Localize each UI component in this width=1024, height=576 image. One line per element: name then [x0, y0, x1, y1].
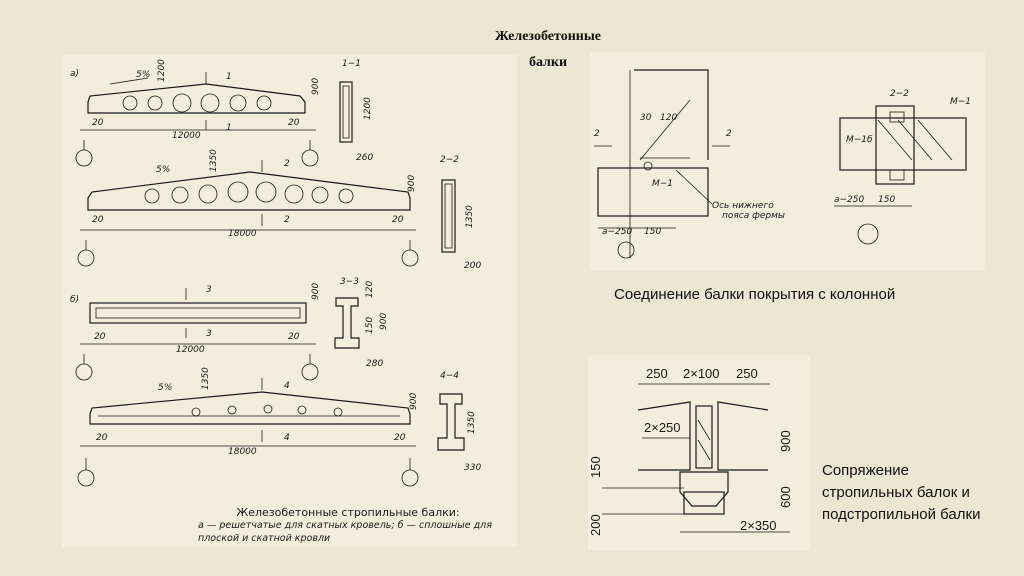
sec-1: 1	[226, 72, 232, 82]
connection-caption: Соединение балки покрытия с колонной	[614, 286, 896, 303]
junc-150: 150	[588, 456, 603, 478]
junction-drawing-panel	[588, 355, 810, 550]
label-a: а)	[70, 69, 79, 79]
dim-20-f: 20	[288, 332, 300, 342]
dim-20-c: 20	[92, 215, 104, 225]
title-line-1: Железобетонные	[495, 29, 601, 44]
dim-260: 260	[356, 153, 373, 163]
dim-150: 150	[365, 317, 375, 334]
junc-2x100: 2×100	[683, 366, 720, 381]
conn-dim-30: 30	[640, 113, 652, 123]
label-b: б)	[70, 295, 79, 305]
conn-axis-1: Ось нижнего	[712, 201, 774, 211]
dim-1200-b: 1200	[363, 97, 373, 120]
connection-detail: 30 120 2 2 М−1 Ось нижнего пояса фермы a…	[594, 69, 971, 259]
dim-900-a: 900	[311, 78, 321, 95]
junc-250-b: 250	[736, 366, 758, 381]
dim-20-g: 20	[96, 433, 108, 443]
dim-18000-a: 18000	[228, 229, 257, 239]
sec-1b: 1	[226, 123, 232, 133]
beams-drawing-panel	[62, 55, 517, 547]
sec-3: 3	[206, 285, 212, 295]
dim-330: 330	[464, 463, 481, 473]
title-line-2: балки	[528, 55, 568, 70]
conn-150-b: 150	[878, 195, 895, 205]
junction-caption-line-2: стропильных балок и	[822, 484, 970, 501]
junc-2x350: 2×350	[740, 518, 777, 533]
sec-22-title: 2−2	[440, 155, 459, 165]
dim-20-h: 20	[394, 433, 406, 443]
junction-caption: Сопряжение стропильных балок и подстропи…	[822, 460, 980, 526]
slope-label-3: 5%	[158, 383, 172, 393]
sec-3b: 3	[206, 329, 212, 339]
dim-1350-a: 1350	[209, 149, 219, 172]
dim-20-b: 20	[288, 118, 300, 128]
figure-caption: Железобетонные стропильные балки: а — ре…	[198, 506, 498, 545]
junc-250-a: 250	[646, 366, 668, 381]
dim-1350-b: 1350	[465, 205, 475, 228]
dim-12000-b: 12000	[176, 345, 205, 355]
beam-b-12000: б) 3 3 20 20 12000 900 3−3 120 150 900 2…	[70, 277, 389, 381]
dim-200: 200	[464, 261, 481, 271]
dim-12000: 12000	[172, 131, 201, 141]
junc-900: 900	[778, 430, 793, 452]
dim-120: 120	[365, 281, 375, 298]
conn-a250-b: a−250	[834, 195, 865, 205]
conn-axis-2: пояса фермы	[722, 211, 785, 221]
slope-label-1: 5%	[136, 70, 150, 80]
dim-20-e: 20	[94, 332, 106, 342]
slope-label-2: 5%	[156, 165, 170, 175]
conn-m1b: М−1б	[846, 135, 873, 145]
dim-20-a: 20	[92, 118, 104, 128]
sec-2b: 2	[284, 215, 290, 225]
dim-1200: 1200	[157, 59, 167, 82]
conn-sec-2b: 2	[726, 129, 732, 139]
figure-caption-desc: а — решетчатые для скатных кровель; б — …	[198, 520, 492, 544]
junction-caption-line-3: подстропильной балки	[822, 506, 981, 523]
sec-11-title: 1−1	[342, 59, 361, 69]
conn-m1-b: М−1	[950, 97, 971, 107]
conn-dim-120: 120	[660, 113, 677, 123]
connection-drawing-panel	[590, 52, 985, 270]
junc-2x250: 2×250	[644, 420, 681, 435]
sec-4: 4	[284, 381, 290, 391]
dim-18000-b: 18000	[228, 447, 257, 457]
dim-20-d: 20	[392, 215, 404, 225]
junction-detail: 250 2×100 250 2×250 900 150 200 600 2×35…	[588, 366, 793, 536]
sec-2: 2	[284, 159, 290, 169]
sec-4b: 4	[284, 433, 290, 443]
beam-a-12000: а) 5% 1200 1 1 20 20 12000 900 1−1 1200 …	[70, 59, 373, 167]
dim-900-d: 900	[379, 313, 389, 330]
conn-sec-22: 2−2	[890, 89, 909, 99]
sec-44-title: 4−4	[440, 371, 459, 381]
conn-sec-2a: 2	[594, 129, 600, 139]
beam-b-18000: 5% 1350 4 4 20 20 18000 900 4−4 1350 330	[77, 367, 481, 487]
conn-150: 150	[644, 227, 661, 237]
figure-caption-title: Железобетонные стропильные балки:	[236, 506, 460, 519]
beam-a-18000: 5% 1350 2 2 20 20 18000 900 2−2 1350 200	[77, 149, 481, 271]
dim-1350-d: 1350	[467, 411, 477, 434]
dim-280: 280	[366, 359, 383, 369]
junc-600: 600	[778, 486, 793, 508]
junc-200: 200	[588, 514, 603, 536]
conn-a250: a−250	[602, 227, 633, 237]
dim-900-e: 900	[409, 393, 419, 410]
dim-1350-c: 1350	[201, 367, 211, 390]
junction-caption-line-1: Сопряжение	[822, 462, 909, 479]
sec-33-title: 3−3	[340, 277, 359, 287]
dim-900-b: 900	[407, 175, 417, 192]
page-title: Железобетонные балки	[468, 24, 628, 76]
dim-900-c: 900	[311, 283, 321, 300]
conn-m1: М−1	[652, 179, 673, 189]
